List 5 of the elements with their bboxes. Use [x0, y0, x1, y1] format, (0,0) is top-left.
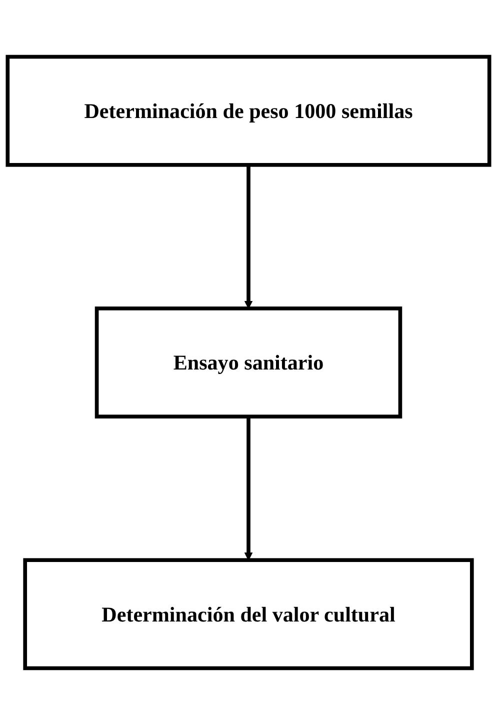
arrow — [244, 416, 253, 560]
node-box: Determinación de peso 1000 semillas — [6, 54, 492, 167]
arrow — [244, 164, 253, 309]
node-box: Ensayo sanitario — [94, 306, 402, 418]
node-box: Determinación del valor cultural — [23, 558, 474, 670]
